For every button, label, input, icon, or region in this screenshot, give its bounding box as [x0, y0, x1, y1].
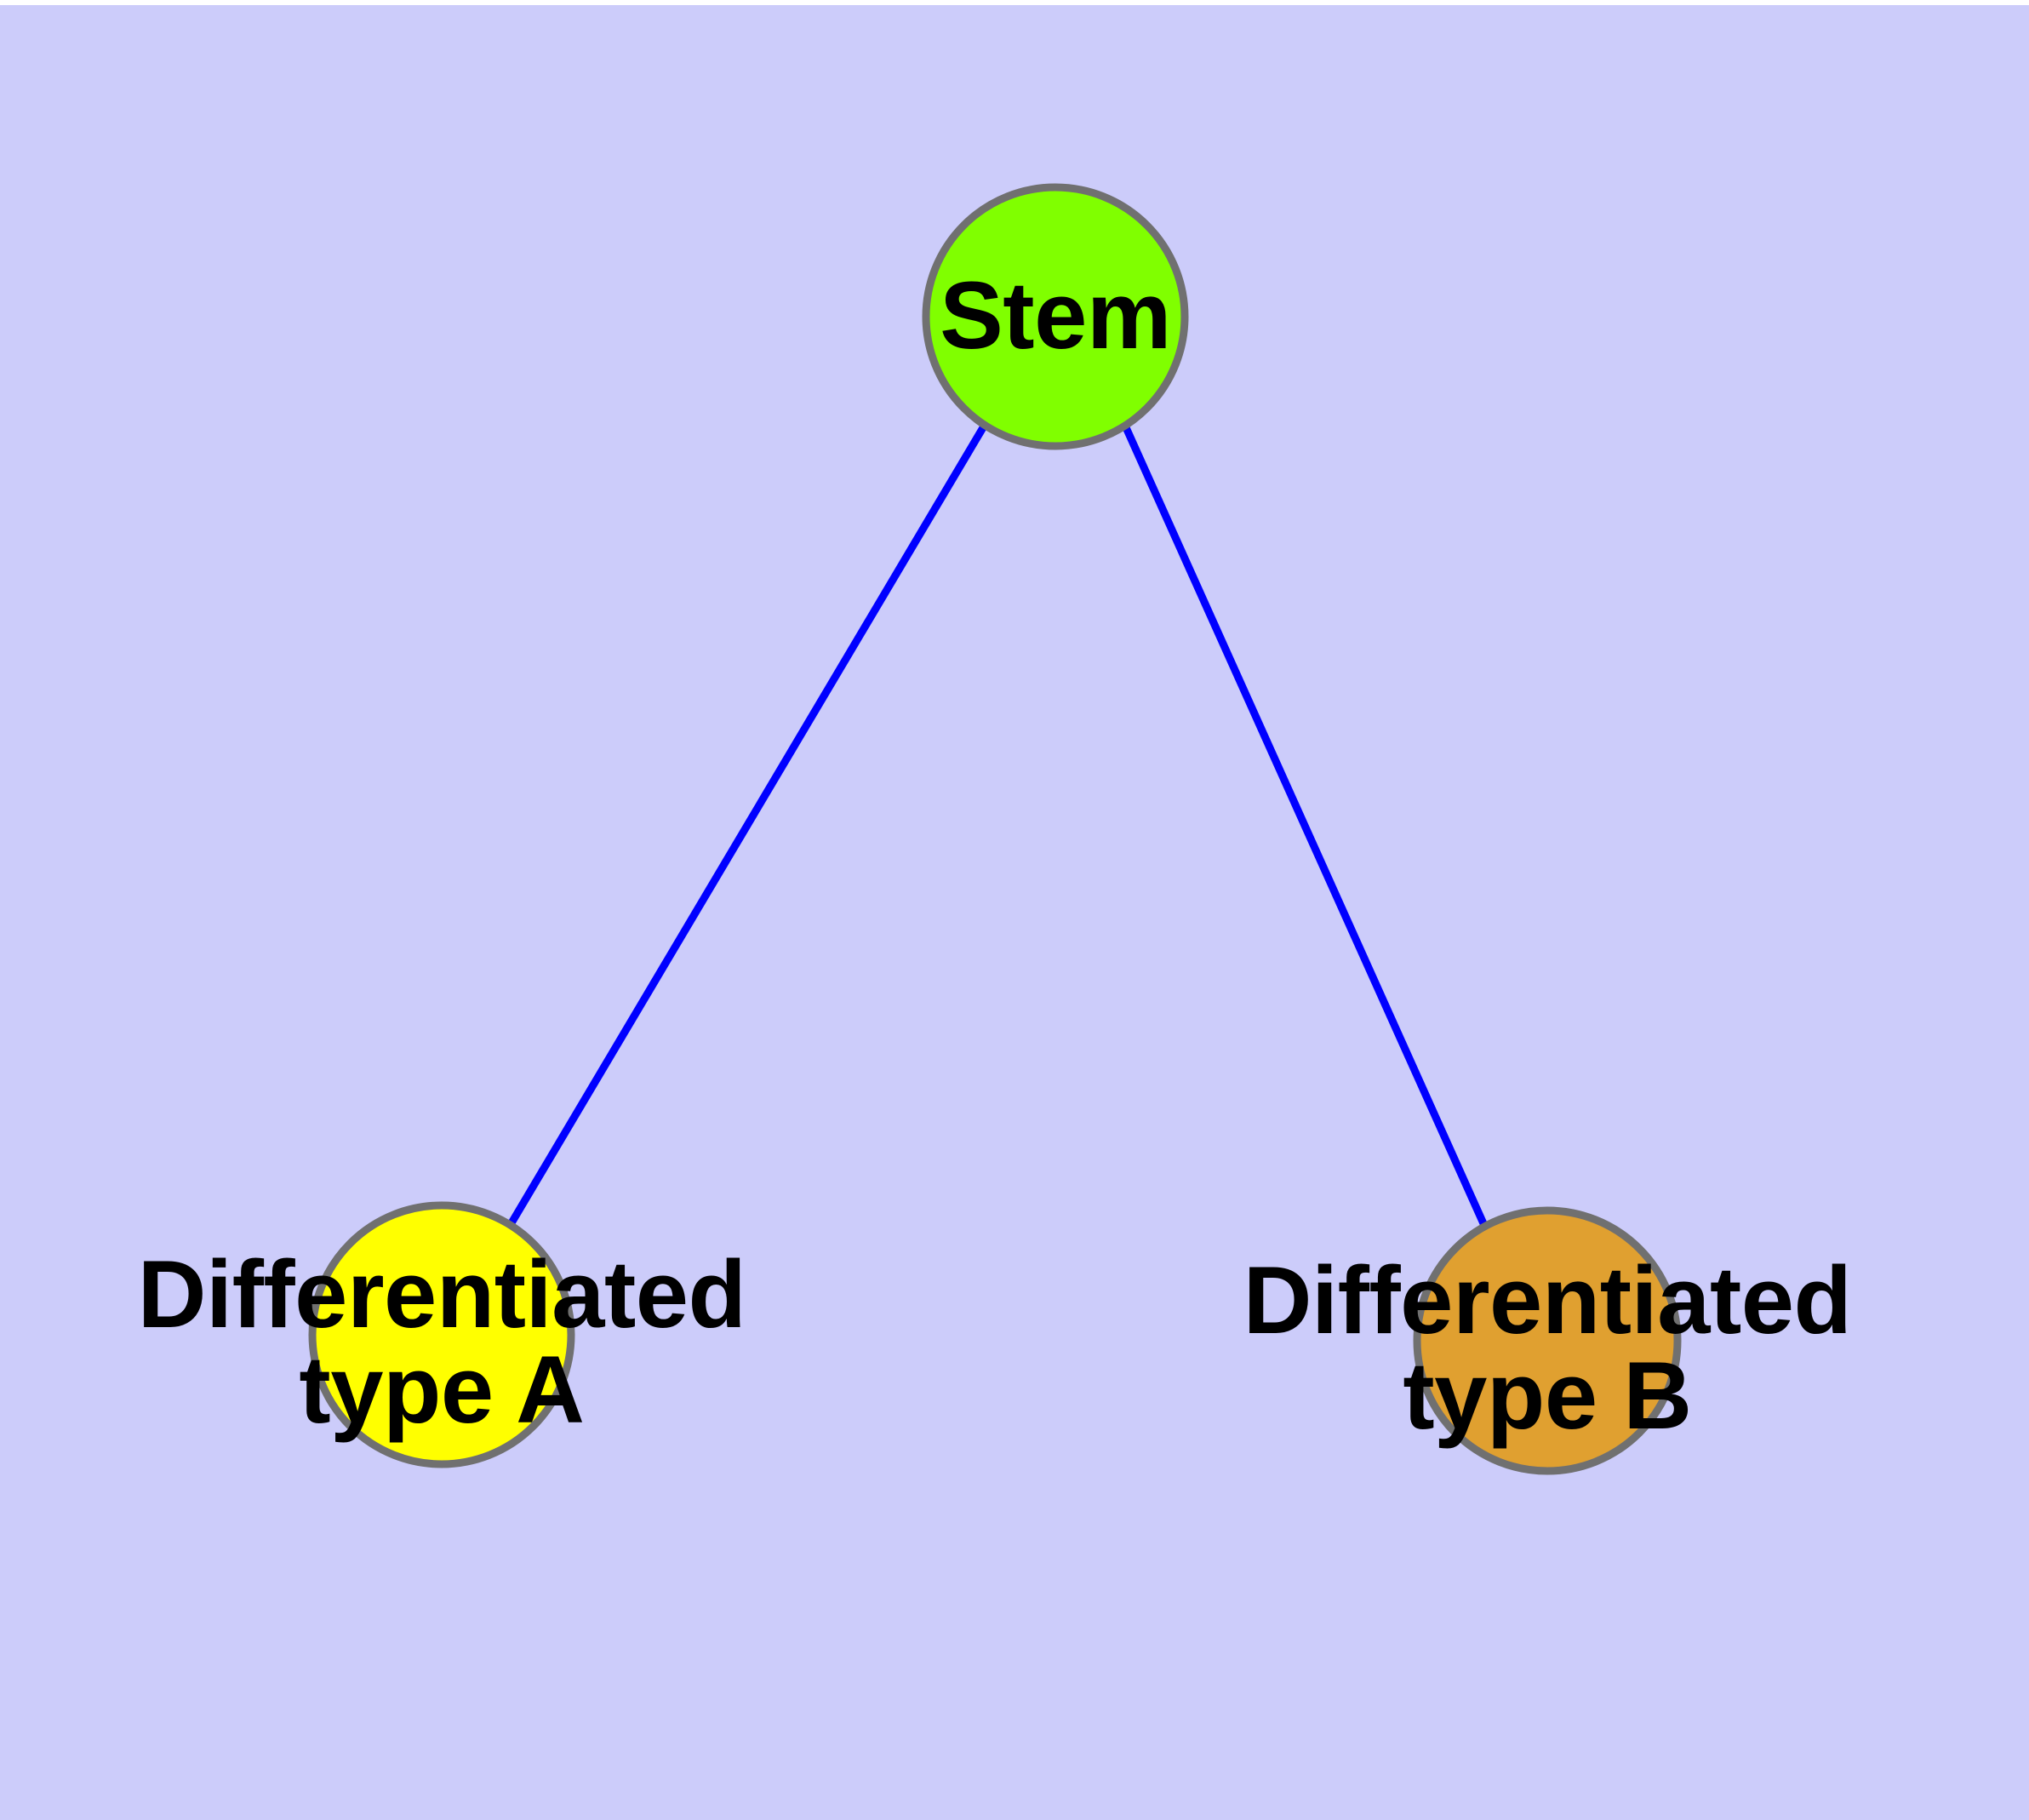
edge-stem-to-type-b[interactable] — [1121, 424, 1490, 1231]
node-differentiated-type-a[interactable] — [308, 1201, 575, 1468]
node-stem[interactable] — [922, 183, 1189, 450]
node-differentiated-type-b[interactable] — [1413, 1206, 1682, 1475]
edge-stem-to-type-a[interactable] — [506, 422, 988, 1228]
top-white-strip — [0, 0, 2029, 5]
